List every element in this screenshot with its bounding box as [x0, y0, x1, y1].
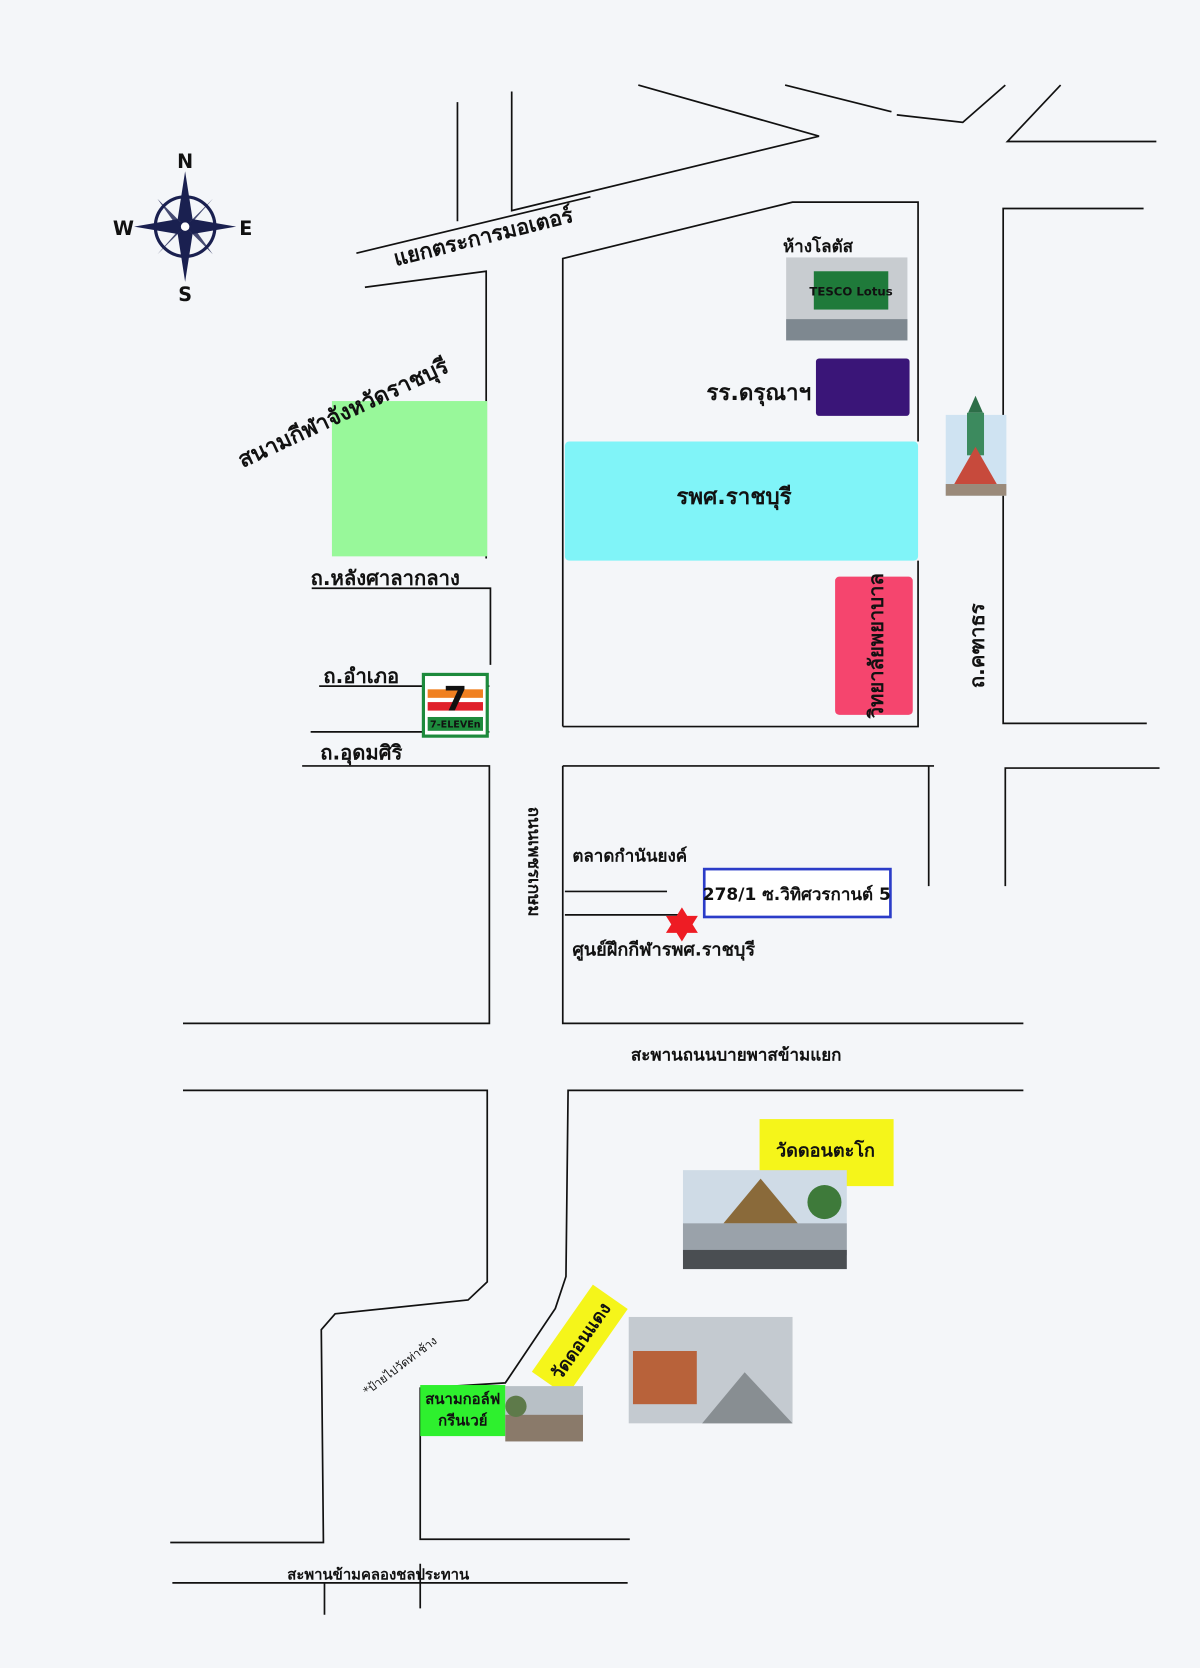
golf-course-label-line2: กรีนเวย์	[438, 1411, 487, 1429]
compass-west: W	[113, 217, 134, 240]
seven-eleven-logo: 7 7-ELEVEn	[421, 672, 489, 738]
address-label: 278/1 ซ.วิทิศวรกานต์ 5	[703, 884, 891, 905]
clock-tower-photo	[945, 395, 1007, 496]
wat-don-daeng-highlight: วัดดอนแดง	[531, 1284, 628, 1397]
lotus-sign: TESCO Lotus	[809, 285, 892, 299]
golf-course-label-line1: สนามกอล์ฟ	[425, 1390, 500, 1408]
road-amphoe-label: ถ.อำเภอ	[323, 664, 399, 688]
road-lang-sala-label: ถ.หลังศาลากลาง	[311, 566, 460, 590]
lotus-label: ห้างโลตัส	[783, 236, 854, 257]
road-network	[170, 84, 1160, 1615]
destination-star-icon	[665, 907, 698, 942]
intersection-label: แยกตระการมอเตอร์	[391, 202, 576, 272]
wat-don-tako-photo	[682, 1170, 847, 1270]
nursing-college-block	[835, 576, 913, 715]
nursing-college-label: วิทยาลัยพยาบาล	[864, 573, 888, 719]
wat-don-daeng-photo	[628, 1316, 793, 1424]
stadium-area	[331, 401, 488, 557]
canal-bridge-label: สะพานข้ามคลองชลประทาน	[287, 1566, 470, 1584]
bypass-bridge-label: สะพานถนนบายพาสข้ามแยก	[631, 1046, 842, 1066]
svg-text:7: 7	[443, 680, 467, 720]
road-khatathon-label: ถ.คฑาธร	[965, 603, 989, 688]
road-udomsiri-label: ถ.อุดมศิริ	[320, 741, 402, 766]
golf-course-highlight	[420, 1385, 506, 1437]
golf-course-photo	[505, 1386, 583, 1442]
sports-center-label: ศูนย์ฝึกกีฬารพศ.ราชบุรี	[572, 938, 755, 961]
compass-rose-icon: N S E W	[113, 150, 252, 306]
hospital-block	[564, 441, 919, 561]
hospital-label: รพศ.ราชบุรี	[676, 484, 791, 511]
address-box	[702, 867, 892, 919]
seven-eleven-label: 7-ELEVEn	[430, 720, 481, 731]
compass-east: E	[239, 217, 252, 240]
lotus-photo: TESCO Lotus	[786, 257, 908, 341]
market-label: ตลาดกำนันยงค์	[572, 846, 687, 867]
compass-south: S	[178, 283, 192, 306]
school-label: รร.ดรุณาฯ	[706, 380, 811, 407]
wat-don-tako-label: วัดดอนตะโก	[776, 1139, 875, 1161]
road-phetkasem-label: ถนนเพชรเกษม	[524, 807, 544, 917]
school-block	[815, 358, 910, 416]
compass-north: N	[177, 150, 193, 173]
